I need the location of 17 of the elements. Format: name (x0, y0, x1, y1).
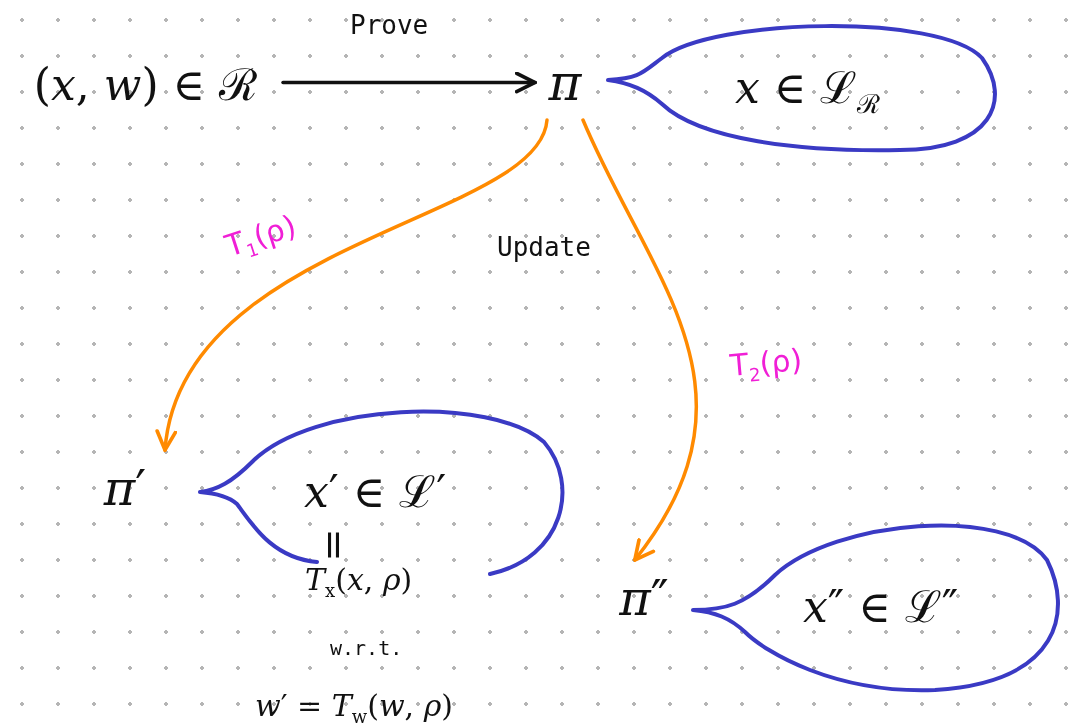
math-expression: x ∈ ℒ$_{ℛ}$ (735, 60, 881, 121)
arrow (281, 71, 537, 94)
annotation-text: w.r.t. (330, 636, 403, 660)
math-expression: x″ ∈ ℒ″ (803, 580, 959, 634)
edge-label: T$_{2}$(ρ) (728, 341, 804, 388)
arrow (581, 118, 699, 562)
math-expression: π (535, 45, 595, 120)
math-expression: w′ = T$_{w}$(w, ρ) (255, 688, 453, 727)
math-expression: (x, w) ∈ ℛ (8, 45, 283, 120)
annotation-text: Update (497, 232, 591, 262)
math-expression: x′ ∈ ℒ′ (304, 465, 447, 519)
math-expression: π′ (75, 450, 175, 525)
math-expression: T$_{x}$(x, ρ) (305, 562, 413, 601)
arrow (158, 118, 549, 452)
edge-label: Prove (350, 10, 429, 40)
math-expression: π″ (598, 560, 690, 635)
math-expression: = (311, 528, 358, 562)
